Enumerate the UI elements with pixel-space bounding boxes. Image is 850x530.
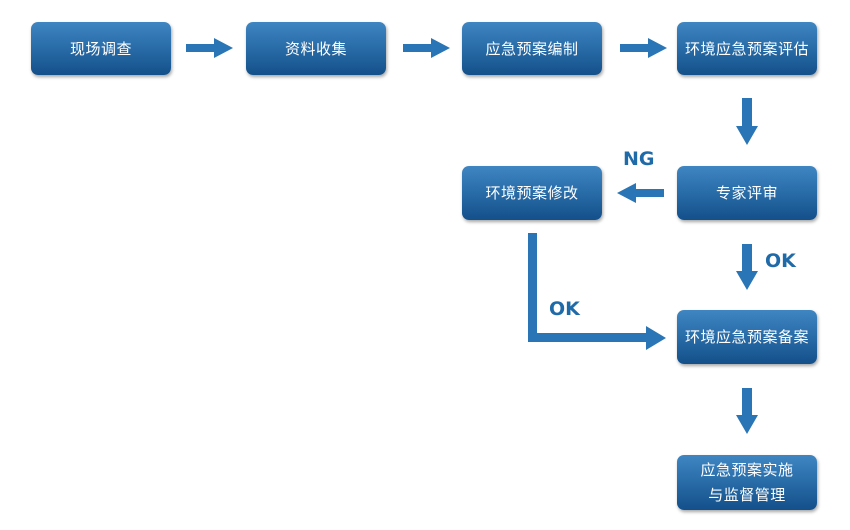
node-plan-record: 环境应急预案备案 — [677, 310, 817, 364]
arrow-review-to-modify — [617, 183, 664, 203]
label-ok-review: OK — [765, 250, 796, 272]
node-plan-assessment: 环境应急预案评估 — [677, 22, 817, 75]
node-expert-review: 专家评审 — [677, 166, 817, 220]
node-plan-compilation: 应急预案编制 — [462, 22, 602, 75]
arrow-review-to-record — [736, 244, 758, 290]
arrow-collect-to-compile — [403, 38, 450, 58]
arrow-record-to-implement — [736, 388, 758, 434]
arrow-compile-to-assess — [620, 38, 667, 58]
label-ok-modify: OK — [549, 298, 580, 320]
arrow-modify-to-record — [528, 233, 666, 350]
node-site-survey: 现场调查 — [31, 22, 171, 75]
node-implementation: 应急预案实施 与监督管理 — [677, 455, 817, 510]
node-data-collection: 资料收集 — [246, 22, 386, 75]
label-ng: NG — [623, 148, 655, 170]
node-plan-modification: 环境预案修改 — [462, 166, 602, 220]
arrow-survey-to-collect — [186, 38, 233, 58]
arrow-assess-to-review — [736, 98, 758, 145]
